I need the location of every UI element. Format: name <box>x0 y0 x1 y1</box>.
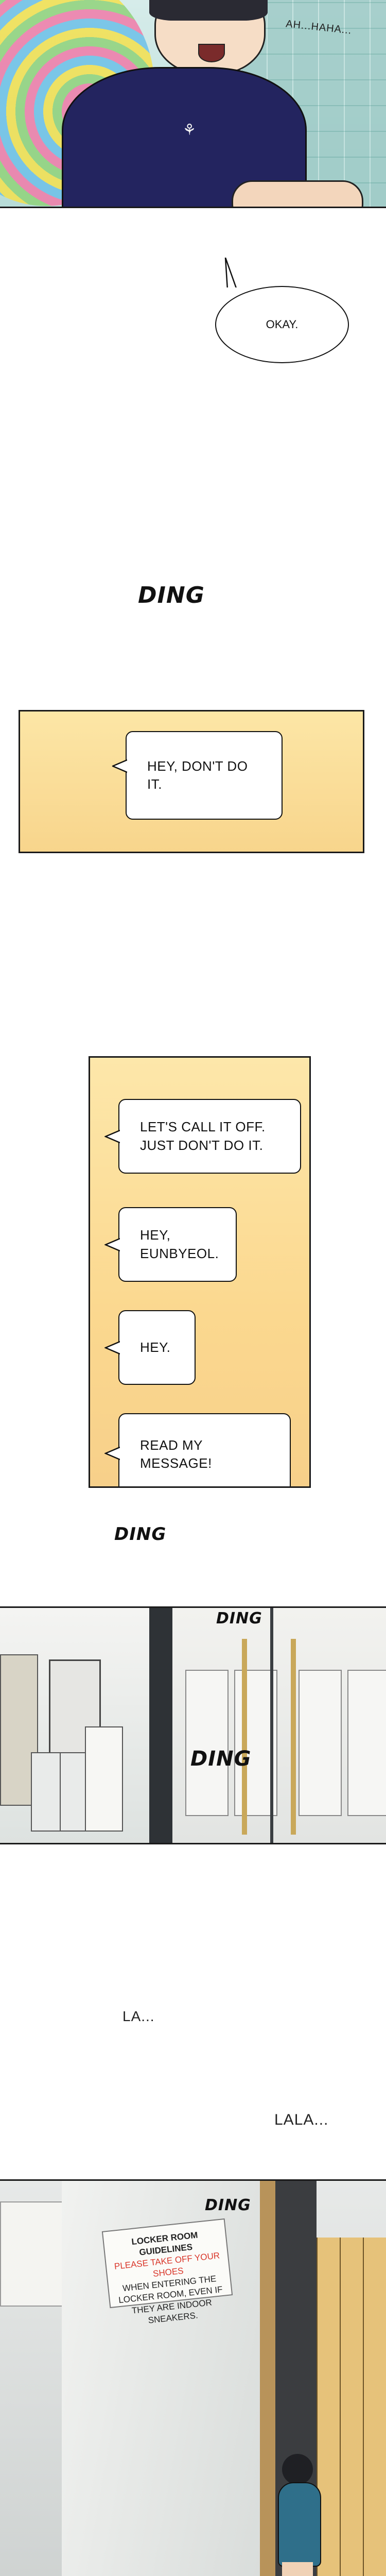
message-line: HEY. <box>140 1339 171 1355</box>
speech-text-okay: OKAY. <box>266 318 299 331</box>
locker-room-guidelines-sign: LOCKER ROOM GUIDELINES PLEASE TAKE OFF Y… <box>101 2218 233 2325</box>
message-bubble-dont-do-it: HEY, DON'T DO IT. <box>126 731 283 820</box>
sfx-ding-1: DING <box>138 582 205 608</box>
message-line: HEY, <box>140 1227 171 1243</box>
girl-head-locker <box>282 2454 313 2485</box>
panel-message-thread: LET'S CALL IT OFF. JUST DON'T DO IT. HEY… <box>89 1056 311 1488</box>
sfx-ding-2: DING <box>114 1524 167 1545</box>
message-tail <box>104 1446 120 1461</box>
panel-message-single: HEY, DON'T DO IT. <box>19 710 364 853</box>
girl-mouth <box>198 44 225 62</box>
shower-pipe <box>242 1639 247 1835</box>
sfx-ding-5: DING <box>205 2196 251 2214</box>
message-tail <box>104 1129 120 1144</box>
sfx-la-2: LALA... <box>274 2111 329 2128</box>
message-line: READ MY MESSAGE! <box>140 1437 212 1471</box>
message-tail <box>104 1341 120 1355</box>
panel-pool-girl: ⚘ AH...HAHA... <box>0 0 386 208</box>
message-bubble-hey: HEY. <box>118 1310 196 1385</box>
swimsuit-logo-icon: ⚘ <box>182 122 197 139</box>
sfx-la-1: LA... <box>122 2008 155 2024</box>
message-line: EUNBYEOL. <box>140 1245 219 1261</box>
doorway-dark <box>149 1608 172 1843</box>
glass-divider <box>270 1608 273 1843</box>
doorway-frame <box>260 2181 275 2576</box>
speech-bubble-okay: OKAY. <box>215 286 349 363</box>
girl-swimsuit-locker <box>278 2482 321 2567</box>
lockers-right <box>317 2238 386 2576</box>
message-bubble-read-my-message: READ MY MESSAGE! <box>118 1413 291 1486</box>
girl-legs <box>282 2562 313 2576</box>
message-text: HEY, DON'T DO IT. <box>147 758 248 792</box>
panel-locker-shower-room: DING DING <box>0 1606 386 1844</box>
girl-hair <box>149 0 268 21</box>
bubble-tail-okay <box>224 258 241 293</box>
wall-paper <box>0 2201 64 2307</box>
message-tail <box>104 1238 120 1252</box>
message-line: JUST DON'T DO IT. <box>140 1137 264 1153</box>
shower-stall <box>347 1670 386 1816</box>
shower-pipe <box>291 1639 296 1835</box>
sfx-ding-4: DING <box>190 1747 252 1771</box>
panel-locker-room-girl: LOCKER ROOM GUIDELINES PLEASE TAKE OFF Y… <box>0 2179 386 2576</box>
sfx-ding-3: DING <box>216 1609 262 1628</box>
water-heater <box>85 1726 123 1832</box>
message-line: LET'S CALL IT OFF. <box>140 1119 266 1135</box>
girl-arm <box>232 180 363 207</box>
shower-stall <box>185 1670 229 1816</box>
message-tail <box>112 759 127 773</box>
message-bubble-call-off: LET'S CALL IT OFF. JUST DON'T DO IT. <box>118 1099 301 1174</box>
message-bubble-hey-eunbyeol: HEY, EUNBYEOL. <box>118 1207 237 1282</box>
shower-stall <box>299 1670 342 1816</box>
